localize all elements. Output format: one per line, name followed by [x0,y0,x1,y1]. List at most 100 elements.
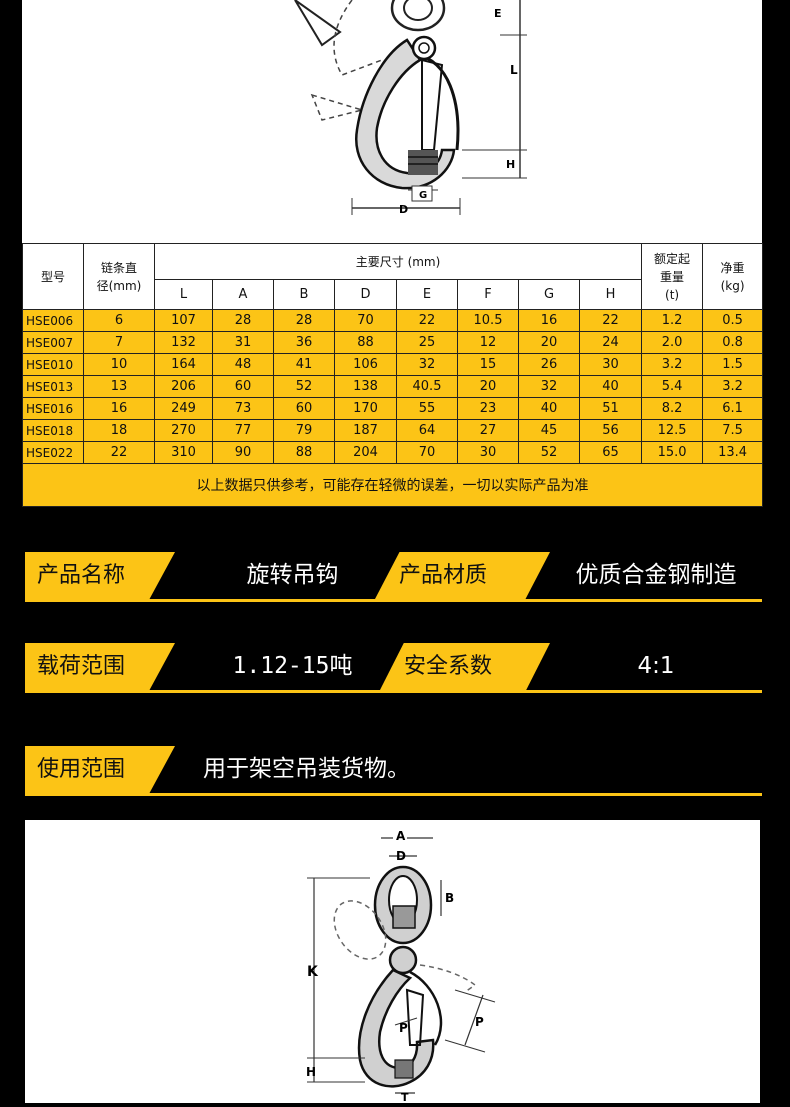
table-cell: HSE013 [22,375,84,398]
col-load-header: 额定起重量(t) [641,243,704,310]
table-cell: 249 [154,397,213,420]
top-technical-drawing: E L H G D [22,0,762,243]
table-cell: 56 [578,419,643,442]
table-cell: 138 [334,375,397,398]
usage-label: 使用范围 [25,746,175,793]
table-cell: 7.5 [702,419,764,442]
safety-factor-value: 4:1 [637,653,675,679]
dim-g-label: G [419,190,427,201]
table-cell: 60 [273,397,335,420]
bottom-technical-drawing: A D B K P P H T [25,820,760,1104]
dim-header: E [396,279,458,310]
dim-header: G [518,279,580,310]
dim-b-label: B [445,891,454,905]
table-cell: 15.0 [641,441,704,464]
table-cell: 16 [518,309,580,332]
table-cell: 106 [334,353,397,376]
table-cell: 24 [578,331,643,354]
safety-factor-label: 安全系数 [380,643,550,690]
table-cell: 51 [578,397,643,420]
table-cell: 55 [396,397,458,420]
table-cell: 52 [273,375,335,398]
load-range-label: 载荷范围 [25,643,175,690]
table-cell: 16 [83,397,155,420]
table-cell: 27 [457,419,519,442]
row-underline [25,793,762,796]
table-cell: 40 [518,397,580,420]
table-cell: 1.5 [702,353,764,376]
col-weight-header: 净重(kg) [702,243,764,310]
table-cell: 6.1 [702,397,764,420]
load-range-value: 1.12-15吨 [232,653,353,679]
table-cell: 164 [154,353,213,376]
table-cell: 45 [518,419,580,442]
table-cell: 28 [212,309,274,332]
table-cell: 132 [154,331,213,354]
table-cell: 20 [457,375,519,398]
table-cell: 41 [273,353,335,376]
table-cell: 79 [273,419,335,442]
table-cell: 310 [154,441,213,464]
table-cell: HSE022 [22,441,84,464]
table-cell: 30 [457,441,519,464]
table-cell: 88 [273,441,335,464]
dim-p-inner-label: P [399,1021,408,1035]
table-cell: 170 [334,397,397,420]
table-cell: 5.4 [641,375,704,398]
table-cell: 73 [212,397,274,420]
dim-header: H [578,279,643,310]
table-cell: HSE016 [22,397,84,420]
table-cell: 25 [396,331,458,354]
table-cell: 7 [83,331,155,354]
table-cell: 12 [457,331,519,354]
dim-p-outer-label: P [475,1015,484,1029]
table-cell: HSE006 [22,309,84,332]
table-note-row: 以上数据只供参考，可能存在轻微的误差，一切以实际产品为准 [21,463,764,507]
table-cell: 15 [457,353,519,376]
table-cell: 31 [212,331,274,354]
spec-table: 型号 链条直径(mm) 主要尺寸 (mm) 额定起重量(t) 净重(kg) L … [21,243,764,507]
table-cell: 22 [83,441,155,464]
col-model-header: 型号 [22,243,84,310]
table-cell: 10 [83,353,155,376]
table-cell: 60 [212,375,274,398]
dim-e-label: E [494,7,502,20]
table-cell: 3.2 [641,353,704,376]
dim-header: B [273,279,335,310]
col-main-dims-header: 主要尺寸 (mm) [153,243,643,280]
table-cell: 12.5 [641,419,704,442]
table-cell: HSE018 [22,419,84,442]
table-cell: 28 [273,309,335,332]
product-name-value: 旋转吊钩 [246,562,339,588]
table-cell: 36 [273,331,335,354]
table-header-row: 型号 链条直径(mm) 主要尺寸 (mm) 额定起重量(t) 净重(kg) [22,243,764,310]
table-cell: 22 [578,309,643,332]
product-material-label: 产品材质 [375,552,550,599]
table-cell: 204 [334,441,397,464]
dim-k-label: K [307,964,319,980]
usage-value: 用于架空吊装货物。 [203,756,410,782]
table-cell: 206 [154,375,213,398]
table-cell: 65 [578,441,643,464]
table-cell: 0.5 [702,309,764,332]
info-row-usage: 使用范围 用于架空吊装货物。 [25,746,762,796]
info-row-load-safety: 载荷范围 1.12-15吨 安全系数 4:1 [25,643,762,693]
swivel-hook-drawing: A D B K P P H T [306,828,496,1104]
table-cell: 13.4 [702,441,764,464]
table-cell: 20 [518,331,580,354]
dim-header: A [212,279,274,310]
table-cell: 10.5 [457,309,519,332]
table-cell: 26 [518,353,580,376]
table-cell: 23 [457,397,519,420]
product-material-value: 优质合金钢制造 [575,562,737,588]
dim-header: F [457,279,519,310]
table-cell: 77 [212,419,274,442]
table-cell: 8.2 [641,397,704,420]
table-cell: 3.2 [702,375,764,398]
